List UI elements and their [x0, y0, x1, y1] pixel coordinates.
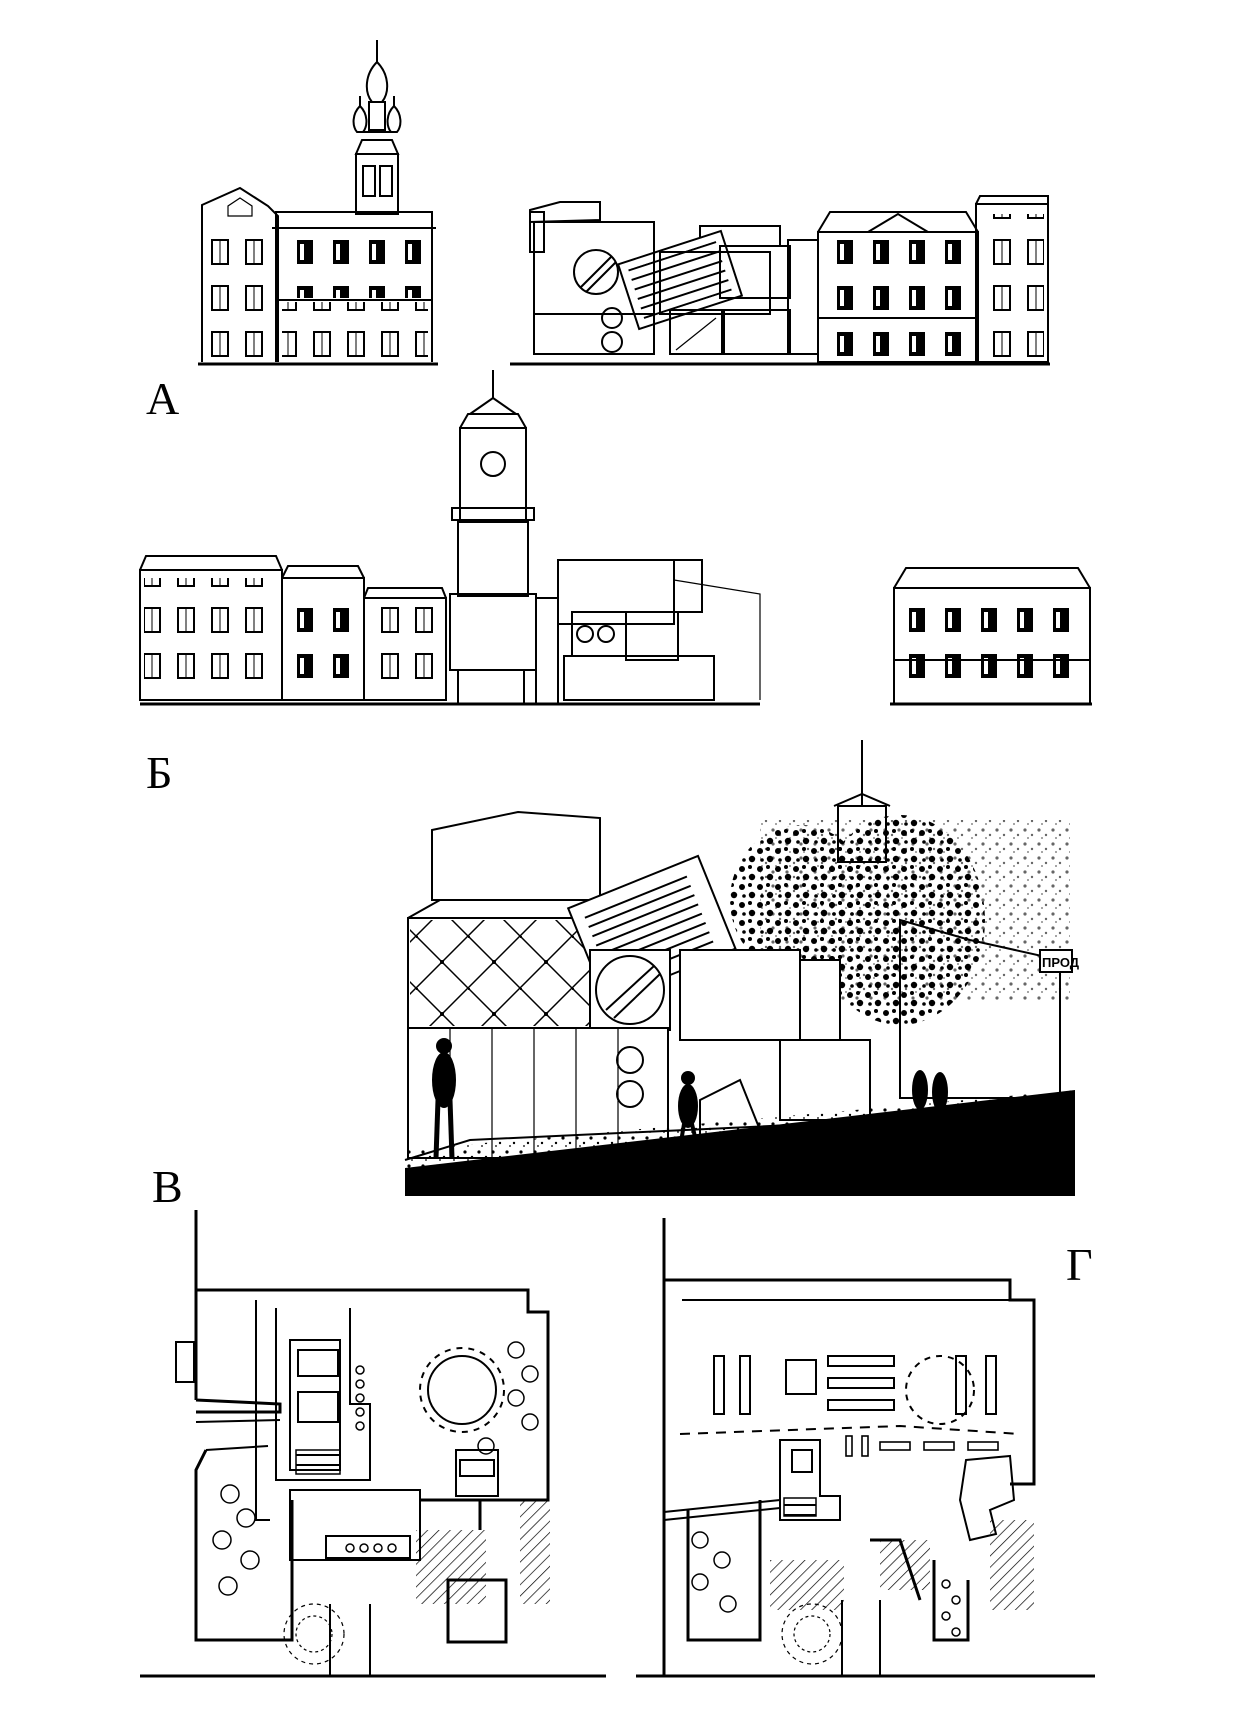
pedestrian-figures — [432, 1038, 948, 1161]
panel-b-square-elevation — [139, 370, 1092, 706]
panel-g-floor-plans — [140, 1210, 1095, 1678]
panel-g-label: Г — [1066, 1239, 1093, 1290]
plan-left — [140, 1210, 606, 1678]
panel-v-perspective-view: ПРОД — [404, 740, 1080, 1196]
panel-b-label: Б — [146, 747, 173, 798]
panel-a-street-elevation — [198, 40, 1050, 366]
panel-a-label: А — [146, 373, 180, 424]
plan-right — [636, 1218, 1095, 1678]
shop-sign-text: ПРОД — [1042, 955, 1080, 970]
panel-v-label: В — [152, 1161, 183, 1212]
